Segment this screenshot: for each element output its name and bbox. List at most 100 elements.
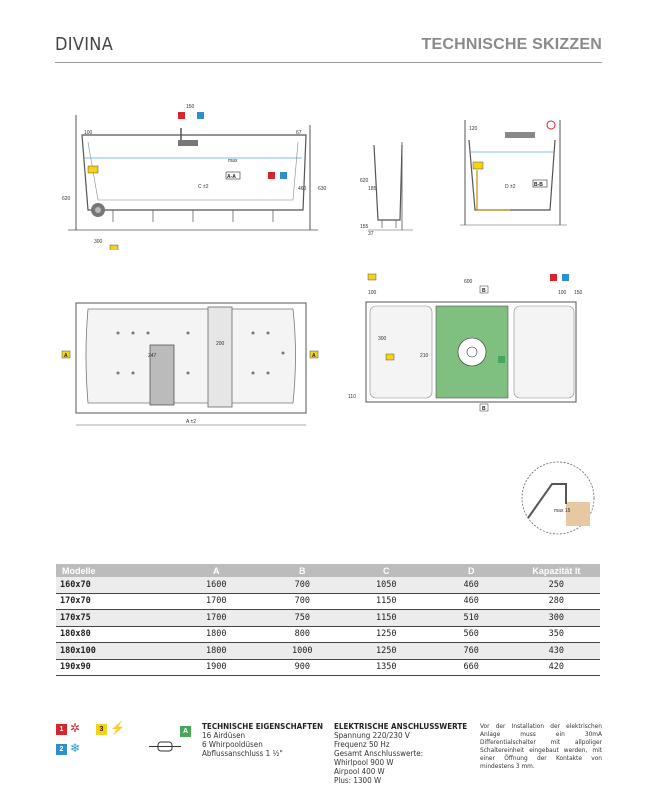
dim-pi-110: 110 bbox=[348, 394, 356, 400]
value-cell: 300 bbox=[512, 609, 600, 627]
col-c: C bbox=[342, 564, 430, 577]
elec-line: Plus: 1300 W bbox=[334, 776, 382, 785]
value-cell: 1800 bbox=[170, 626, 262, 643]
tag-b-top: B bbox=[482, 288, 486, 294]
badge-a: A bbox=[180, 726, 191, 737]
dim-200: 200 bbox=[216, 341, 225, 347]
dim-c: C ±2 bbox=[198, 184, 209, 190]
dim-side-155: 155 bbox=[360, 224, 369, 230]
value-cell: 430 bbox=[512, 642, 600, 660]
tech-specs: TECHNISCHE EIGENSCHAFTEN 16 Airdüsen 6 W… bbox=[202, 722, 332, 758]
value-cell: 510 bbox=[429, 609, 513, 627]
value-cell: 1150 bbox=[342, 609, 430, 627]
value-cell: 460 bbox=[429, 577, 513, 594]
elec-line: Whirlpool 900 W bbox=[334, 758, 394, 767]
value-cell: 1600 bbox=[170, 577, 262, 594]
value-cell: 460 bbox=[429, 593, 513, 610]
elec-specs: ELEKTRISCHE ANSCHLUSSWERTE Spannung 220/… bbox=[334, 722, 474, 785]
value-cell: 660 bbox=[429, 659, 513, 676]
value-cell: 1700 bbox=[170, 593, 262, 610]
col-kapazitaet: Kapazität lt bbox=[512, 564, 600, 577]
badge-1: 1 bbox=[56, 724, 67, 735]
drawing-plan-top: A ±2 247 200 A A bbox=[58, 295, 328, 435]
dim-side-185: 185 bbox=[368, 186, 377, 192]
dim-d: D ±2 bbox=[505, 184, 516, 190]
drawing-section-aa: 150 100 67 630 460 620 300 C ±2 A-A max bbox=[58, 100, 328, 250]
hot-water-icon: ✲ bbox=[70, 721, 81, 735]
tech-line: 16 Airdüsen bbox=[202, 731, 246, 740]
tag-a-left: A bbox=[64, 353, 68, 359]
dim-247: 247 bbox=[148, 353, 157, 359]
col-d: D bbox=[429, 564, 513, 577]
value-cell: 800 bbox=[261, 626, 343, 643]
value-cell: 560 bbox=[429, 626, 513, 643]
dim-150: 150 bbox=[186, 104, 195, 110]
drawing-side: 620 185 155 37 bbox=[358, 120, 418, 240]
legend-icons: 1 ✲ 3 ⚡ 2 ❄ A bbox=[56, 722, 196, 782]
footer: 1 ✲ 3 ⚡ 2 ❄ A TECHNISCHE EIGENSCHAFTEN 1… bbox=[56, 722, 602, 800]
tag-b-bottom: B bbox=[482, 406, 486, 412]
dim-600: 600 bbox=[464, 279, 473, 285]
dim-side-37: 37 bbox=[368, 231, 374, 237]
dim-630: 630 bbox=[318, 186, 327, 192]
value-cell: 1350 bbox=[342, 659, 430, 676]
value-cell: 1800 bbox=[170, 642, 262, 660]
table-header-row: Modelle A B C D Kapazität lt bbox=[56, 564, 600, 577]
model-cell: 160x70 bbox=[56, 577, 171, 594]
section-title: TECHNISCHE SKIZZEN bbox=[421, 36, 602, 53]
value-cell: 350 bbox=[512, 626, 600, 643]
drain-pipe-icon bbox=[148, 740, 182, 754]
header-rule bbox=[55, 62, 602, 63]
tag-aa: A-A bbox=[227, 174, 236, 180]
dim-pi-150: 150 bbox=[574, 290, 583, 296]
drawing-section-bb: 120 D ±2 B-B bbox=[455, 110, 575, 230]
model-cell: 180x100 bbox=[56, 642, 171, 660]
value-cell: 900 bbox=[261, 659, 343, 676]
tech-line: 6 Whirpooldüsen bbox=[202, 740, 263, 749]
value-cell: 760 bbox=[429, 642, 513, 660]
value-cell: 1250 bbox=[342, 642, 430, 660]
dim-620: 620 bbox=[62, 196, 71, 202]
elec-heading: ELEKTRISCHE ANSCHLUSSWERTE bbox=[334, 722, 468, 731]
value-cell: 1900 bbox=[170, 659, 262, 676]
value-cell: 1700 bbox=[170, 609, 262, 627]
col-a: A bbox=[170, 564, 262, 577]
value-cell: 1150 bbox=[342, 593, 430, 610]
cold-water-icon: ❄ bbox=[70, 741, 81, 755]
elec-line: Airpool 400 W bbox=[334, 767, 385, 776]
drawing-plan-install: 600 100 100 150 300 B B 210 110 bbox=[338, 272, 598, 422]
tag-a-right: A bbox=[312, 353, 316, 359]
dim-67: 67 bbox=[296, 130, 302, 136]
page-header: DIVINA TECHNISCHE SKIZZEN bbox=[0, 0, 645, 70]
dim-a: A ±2 bbox=[186, 419, 196, 425]
tag-max: max bbox=[228, 158, 238, 164]
value-cell: 420 bbox=[512, 659, 600, 676]
value-cell: 250 bbox=[512, 577, 600, 594]
elec-line: Gesamt Anschlusswerte: bbox=[334, 749, 424, 758]
dim-bb-120: 120 bbox=[469, 126, 478, 132]
electric-plug-icon: ⚡ bbox=[110, 721, 125, 735]
value-cell: 750 bbox=[261, 609, 343, 627]
value-cell: 700 bbox=[261, 593, 343, 610]
dim-side-620: 620 bbox=[360, 178, 369, 184]
col-modelle: Modelle bbox=[56, 564, 171, 577]
dim-300: 300 bbox=[94, 239, 103, 245]
dim-pi-100b: 100 bbox=[558, 290, 567, 296]
dim-100: 100 bbox=[84, 130, 93, 136]
model-cell: 170x70 bbox=[56, 593, 171, 610]
model-cell: 170x75 bbox=[56, 609, 171, 627]
tag-bb: B-B bbox=[534, 182, 543, 188]
tech-heading: TECHNISCHE EIGENSCHAFTEN bbox=[202, 722, 324, 731]
value-cell: 700 bbox=[261, 577, 343, 594]
dim-460: 460 bbox=[298, 186, 307, 192]
safety-note: Vor der Installation der elektrischen An… bbox=[480, 722, 602, 770]
drawing-detail: max 15 bbox=[518, 458, 598, 538]
value-cell: 280 bbox=[512, 593, 600, 610]
badge-2: 2 bbox=[56, 744, 67, 755]
col-b: B bbox=[261, 564, 343, 577]
model-title: DIVINA bbox=[55, 34, 114, 55]
